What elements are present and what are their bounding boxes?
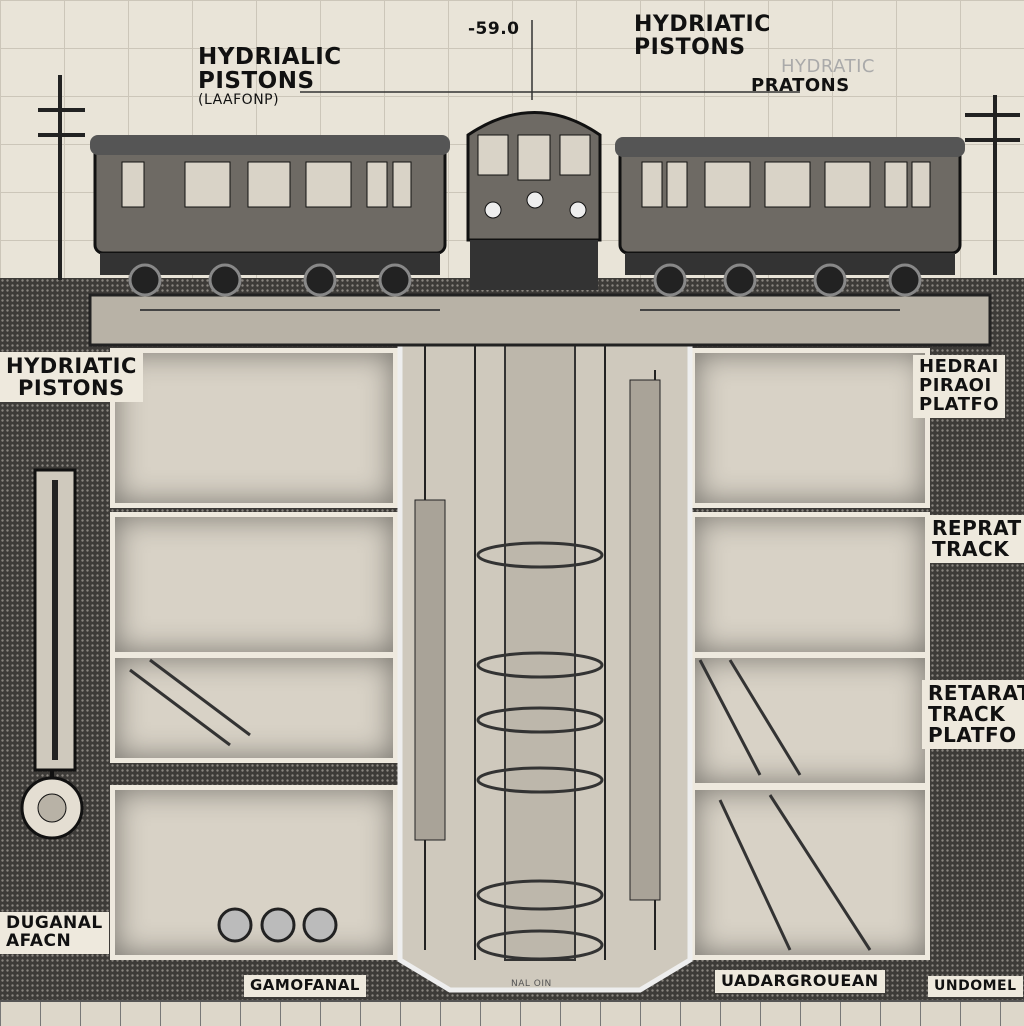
label-line: PLATFO — [928, 723, 1017, 747]
label-line: REPRAT — [932, 516, 1022, 540]
utility-pole-right — [965, 95, 1020, 275]
label-line: PISTONS — [634, 35, 746, 61]
bottom-far-right-label: UNDOMEL — [928, 976, 1023, 997]
bottom-center-left-label: GAMOFANAL — [244, 975, 366, 997]
right-label-1: HEDRAI PIRAOI PLATFO — [913, 355, 1006, 418]
label-line: PIRAOI — [919, 374, 992, 396]
right-label-3: RETARAT TRACK PLATFO — [922, 680, 1024, 749]
label-line: HEDRAI — [919, 356, 999, 377]
label-line: HYDRATIC — [781, 56, 875, 77]
bottom-right-label: UADARGROUEAN — [715, 970, 885, 993]
rail-tracks — [129, 658, 872, 951]
label-line: TRACK — [928, 702, 1006, 726]
scale-ruler — [0, 1000, 1024, 1026]
train-car-center — [466, 111, 602, 290]
train-car-right — [615, 137, 965, 297]
pressure-gauge — [20, 468, 84, 840]
label-line: PISTONS — [18, 376, 125, 401]
utility-pole-left — [38, 75, 85, 280]
label-line: RETARAT — [928, 681, 1024, 705]
top-measurement-label: -59.0 — [468, 19, 520, 39]
label-line: TRACK — [932, 537, 1010, 561]
label-line: PLATFO — [919, 393, 1000, 415]
barrels — [217, 907, 338, 943]
mid-left-label: HYDRIATIC PISTONS — [0, 352, 143, 403]
label-line: AFACN — [6, 930, 72, 951]
label-line: HYDRIATIC — [6, 354, 137, 378]
label-line: (LAAFONP) — [198, 92, 280, 109]
bottom-left-label: DUGANAL AFACN — [0, 912, 109, 954]
label-line: PISTONS — [198, 68, 315, 95]
side-piston-right — [629, 379, 661, 901]
train-car-left — [90, 135, 450, 297]
left-track-level-2 — [110, 512, 398, 657]
left-platform-level-1 — [110, 348, 398, 508]
left-platform-level-4 — [110, 785, 398, 960]
bottom-shaft-label: NAL OIN — [511, 979, 552, 989]
label-line: DUGANAL — [6, 913, 103, 933]
label-line: HYDRIALIC — [198, 44, 342, 70]
top-right-label: HYDRATIC PRATONS — [745, 55, 881, 99]
left-escalator-level-3 — [110, 653, 398, 763]
right-track-level-4 — [690, 785, 930, 960]
piston-rings — [476, 541, 604, 961]
right-platform-level-1 — [690, 348, 930, 508]
label-line: PRATONS — [751, 74, 850, 96]
top-left-label: HYDRIALIC PISTONS (LAAFONP) — [192, 42, 348, 111]
top-center-label: HYDRIATIC PISTONS — [628, 10, 777, 62]
side-piston-left — [414, 499, 446, 841]
hydraulic-piston-cylinder — [504, 299, 576, 961]
track-deck — [88, 293, 992, 347]
label-line: HYDRIATIC — [634, 12, 771, 37]
right-label-2: REPRAT TRACK — [926, 515, 1024, 563]
